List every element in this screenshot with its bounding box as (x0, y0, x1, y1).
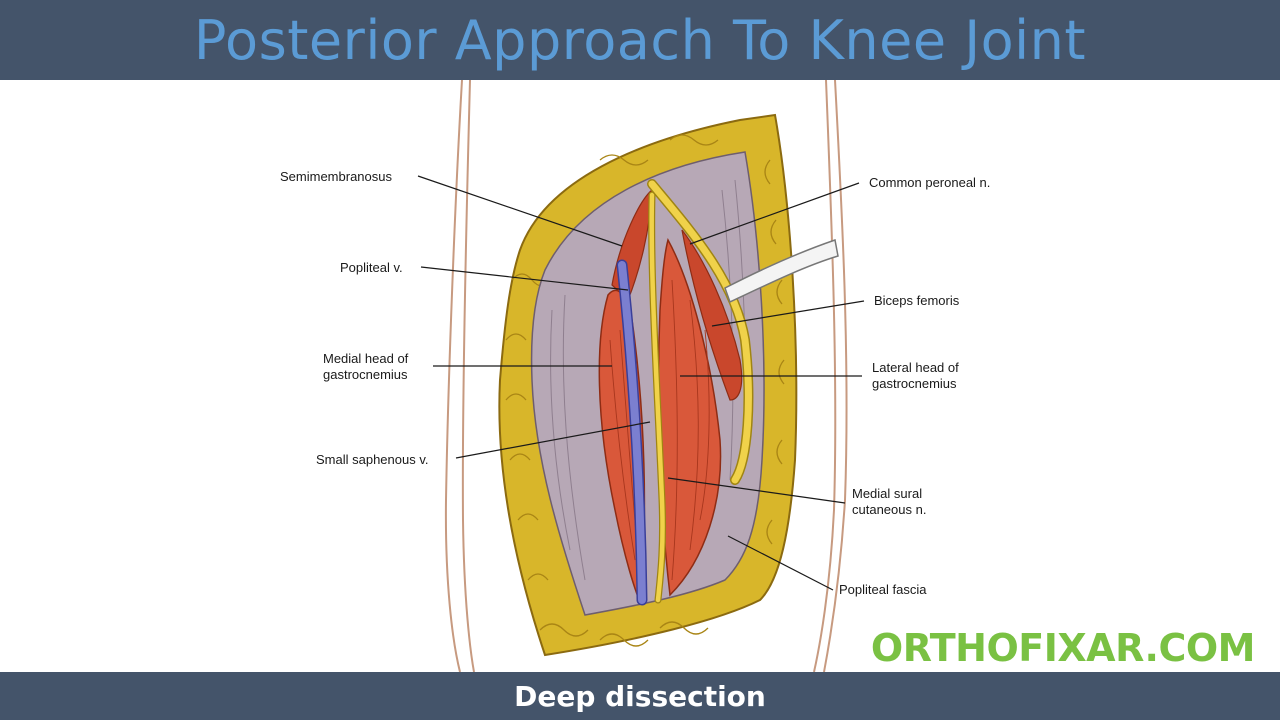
medial-sural-nerve-fill (649, 192, 665, 603)
fat-texture (505, 134, 785, 647)
caption-banner: Deep dissection (0, 672, 1280, 720)
label-medial-head-line1: Medial head of (323, 351, 409, 366)
label-medial-sural-line1: Medial sural (852, 486, 922, 501)
site-watermark: ORTHOFIXAR.COM (870, 626, 1256, 670)
lateral-gastrocnemius (657, 237, 722, 597)
anatomy-illustration: Semimembranosus Popliteal v. Medial head… (280, 79, 990, 673)
label-semimembranosus: Semimembranosus (280, 169, 392, 184)
figure-caption: Deep dissection (514, 679, 766, 713)
dissection-figure: Semimembranosus Popliteal v. Medial head… (0, 79, 1280, 673)
label-popliteal-fascia: Popliteal fascia (839, 582, 927, 597)
page-title: Posterior Approach To Knee Joint (193, 8, 1087, 72)
small-saphenous-vein-fill (618, 261, 646, 604)
label-medial-head-line2: gastrocnemius (323, 367, 408, 382)
retractor-tape (724, 239, 839, 304)
leader-lines (417, 175, 865, 591)
label-lateral-head-line2: gastrocnemius (872, 376, 957, 391)
common-peroneal-nerve-fill (648, 180, 752, 484)
biceps-femoris-muscle (681, 229, 743, 401)
label-popliteal-vein: Popliteal v. (340, 260, 403, 275)
label-medial-sural-line2: cutaneous n. (852, 502, 926, 517)
label-biceps-femoris: Biceps femoris (874, 293, 960, 308)
label-small-saphenous: Small saphenous v. (316, 452, 429, 467)
title-banner: Posterior Approach To Knee Joint (0, 0, 1280, 80)
label-lateral-head-line1: Lateral head of (872, 360, 959, 375)
label-common-peroneal: Common peroneal n. (869, 175, 990, 190)
